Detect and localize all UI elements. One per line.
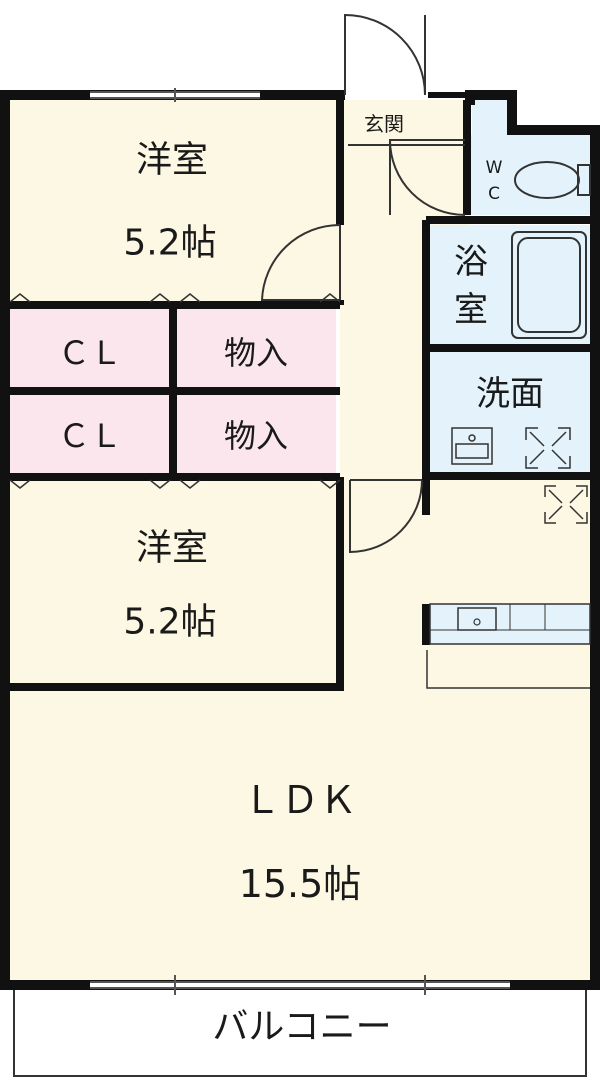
balcony-area [13, 985, 587, 1077]
balcony-label: バルコニー [212, 1007, 391, 1048]
toilet-upper-area [472, 96, 508, 138]
bathtub-icon [511, 231, 587, 339]
bedroom-1-area [10, 100, 340, 305]
toilet-icon [514, 161, 591, 199]
bath-label-bottom: 室 [454, 290, 488, 330]
storage-1-label: 物入 [224, 334, 288, 372]
ldk-size: 15.5帖 [239, 862, 362, 906]
closet-2-area [10, 395, 170, 477]
washer-space-icon [525, 427, 571, 469]
bath-area [430, 225, 590, 345]
interior-walls [10, 95, 595, 691]
bedroom-2-name: 洋室 [136, 528, 208, 569]
closet-1-area [10, 305, 170, 387]
storage-2-label: 物入 [224, 417, 288, 455]
doors [260, 13, 466, 554]
washroom-label: 洗面 [476, 374, 544, 414]
toilet-label-bottom: C [488, 184, 500, 204]
toilet-label-top: W [486, 158, 503, 178]
washbasin-icon [451, 427, 493, 465]
toilet-area [470, 135, 590, 215]
closet-2-label: ＣＬ [58, 417, 122, 455]
storage-2-area [176, 395, 336, 477]
entrance-label: 玄関 [364, 112, 404, 136]
bedroom-1-size: 5.2帖 [123, 223, 216, 264]
closet-fold-marks [9, 293, 341, 489]
kitchen-counter [426, 603, 591, 689]
closet-1-label: ＣＬ [58, 334, 122, 372]
bath-label-top: 浴 [454, 242, 488, 282]
bedroom-1-name: 洋室 [136, 140, 208, 181]
bedroom-2-size: 5.2帖 [123, 602, 216, 643]
bedroom-2-area [10, 480, 340, 685]
storage-1-area [176, 305, 336, 387]
fridge-space-icon [544, 485, 588, 524]
ldk-name: ＬＤＫ [243, 778, 357, 822]
windows [90, 88, 510, 995]
